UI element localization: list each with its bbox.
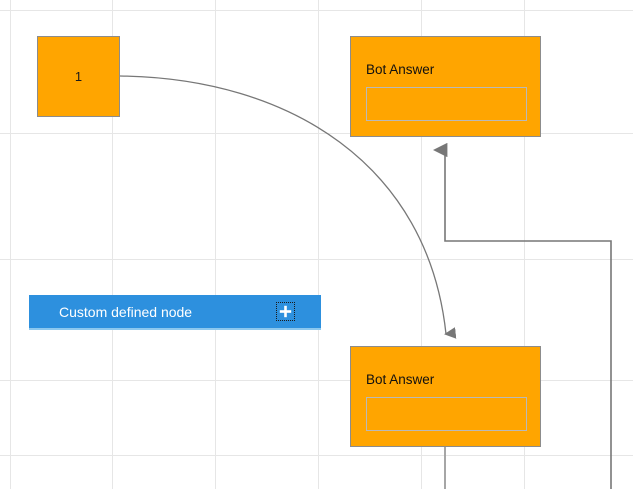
custom-defined-node-button[interactable]: Custom defined node xyxy=(29,295,321,328)
node-1[interactable]: 1 xyxy=(37,36,120,117)
edge-node1-to-bot-answer-bottom[interactable] xyxy=(119,75,457,339)
node-bot-answer-top-slot[interactable] xyxy=(366,87,527,121)
node-bot-answer-top[interactable]: Bot Answer xyxy=(350,36,541,137)
edge-bot-answer-bottom-to-top[interactable] xyxy=(433,142,612,489)
node-bot-answer-top-title: Bot Answer xyxy=(366,62,435,77)
plus-icon[interactable] xyxy=(276,302,295,321)
node-bot-answer-bottom[interactable]: Bot Answer xyxy=(350,346,541,447)
node-1-label: 1 xyxy=(74,69,83,84)
node-bot-answer-bottom-title: Bot Answer xyxy=(366,372,435,387)
custom-defined-node-label: Custom defined node xyxy=(59,303,193,320)
node-bot-answer-bottom-slot[interactable] xyxy=(366,397,527,431)
